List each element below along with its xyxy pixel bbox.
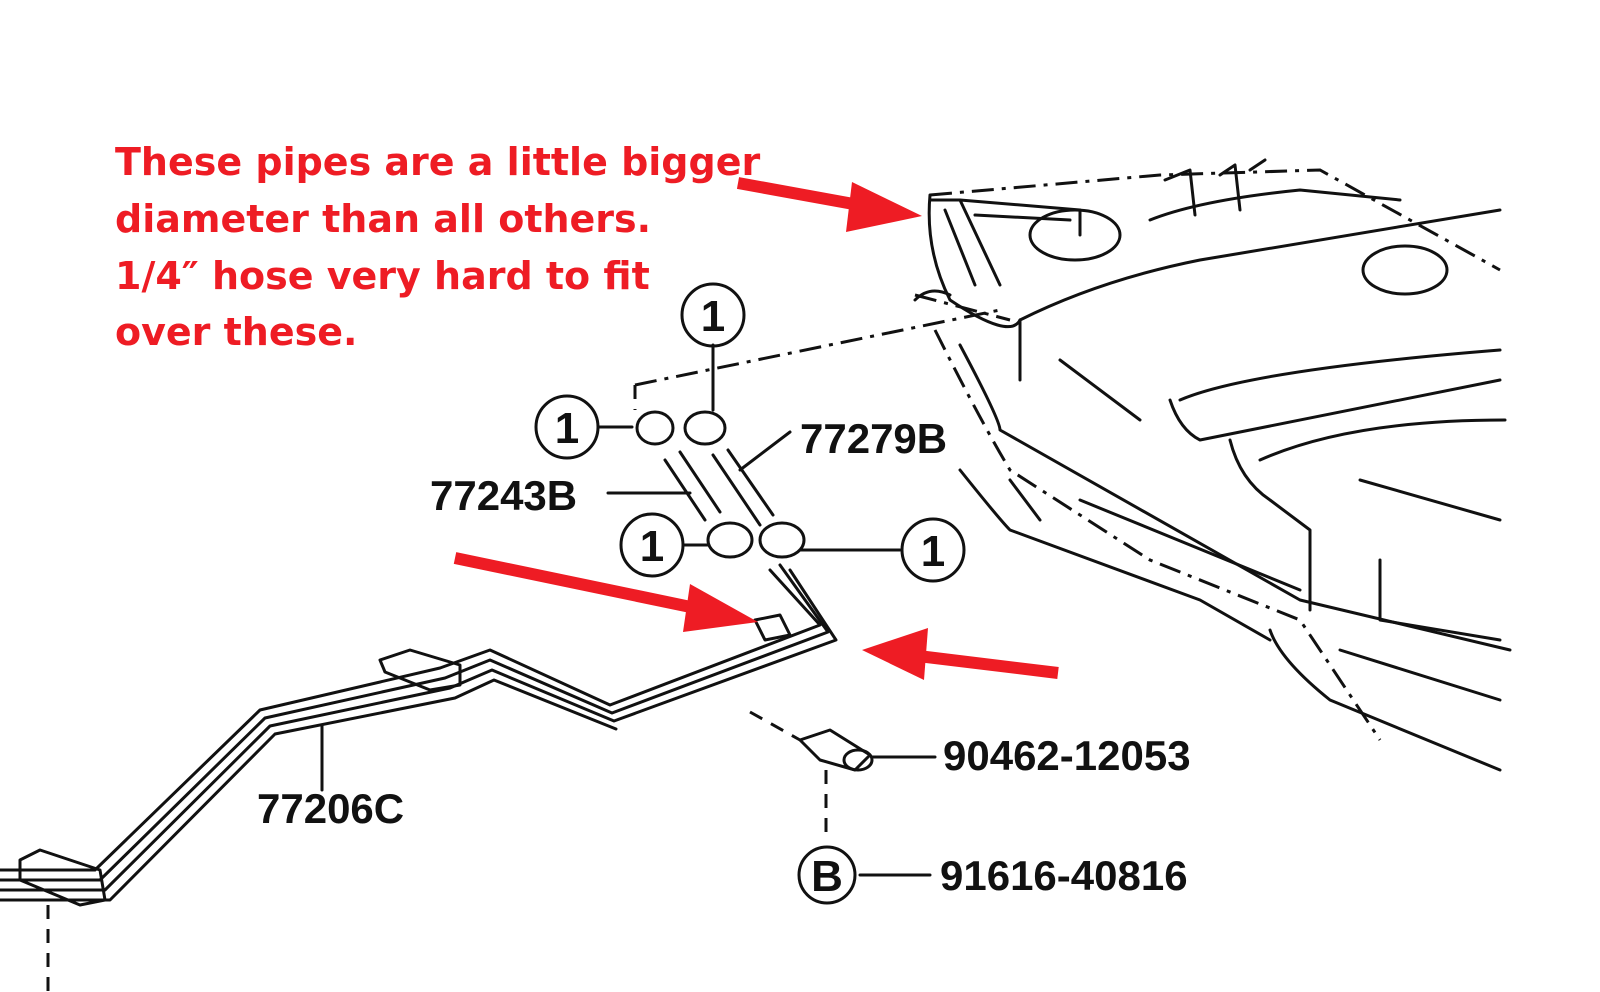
- callout-number: 1: [555, 404, 579, 453]
- callout-number: 1: [640, 522, 664, 571]
- annotation-line-4: over these.: [115, 310, 357, 354]
- annotation-line-1: These pipes are a little bigger: [115, 140, 760, 184]
- arrow-right-icon: [453, 552, 758, 632]
- callout-number: 1: [701, 292, 725, 341]
- annotation-text: These pipes are a little bigger diameter…: [115, 140, 760, 354]
- red-arrows: [453, 177, 1059, 680]
- callout-clip-1d: 1: [900, 517, 966, 583]
- part-label-77206C: 77206C: [257, 785, 404, 832]
- callout-clip-1a: 1: [680, 282, 746, 348]
- fuel-tube-77206C: [0, 563, 838, 992]
- fuel-tank: [913, 158, 1512, 772]
- callout-number: 1: [921, 527, 945, 576]
- arrow-left-icon: [862, 628, 1059, 680]
- callout-clip-1b: 1: [534, 394, 600, 460]
- arrow-right-icon: [736, 177, 922, 232]
- callout-clip-1c: 1: [619, 512, 685, 578]
- part-label-91616-40816: 91616-40816: [940, 852, 1188, 899]
- part-label-90462-12053: 90462-12053: [943, 732, 1191, 779]
- connector-dashed-line: [634, 308, 1001, 387]
- callout-letter: B: [811, 852, 843, 901]
- hoses: [596, 343, 902, 559]
- clip-part: [749, 710, 937, 877]
- annotation-line-2: diameter than all others.: [115, 197, 651, 241]
- part-label-77279B: 77279B: [800, 415, 947, 462]
- annotation-line-3: 1/4″ hose very hard to fit: [115, 254, 650, 298]
- part-label-77243B: 77243B: [430, 472, 577, 519]
- callout-bolt-b: B: [797, 845, 857, 905]
